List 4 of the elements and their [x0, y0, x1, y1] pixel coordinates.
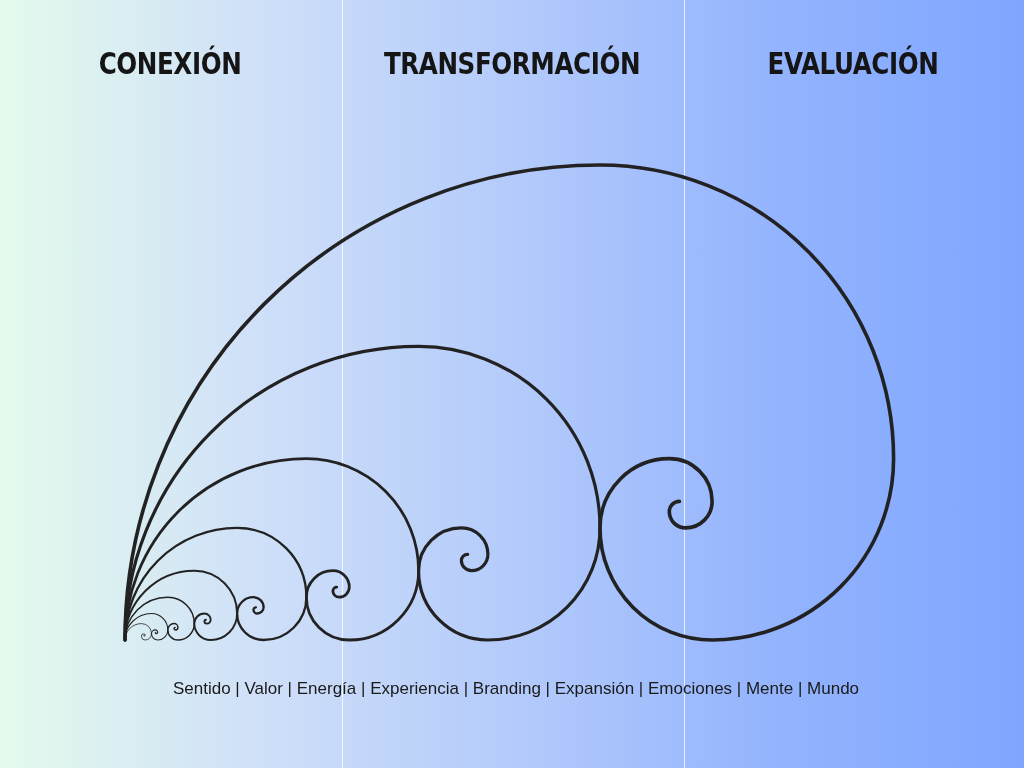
column-heading: CONEXIÓN [97, 46, 243, 81]
column-heading: TRANSFORMACIÓN [382, 46, 642, 81]
keyword-list: Sentido | Valor | Energía | Experiencia | Branding | Expansión | Emociones | Mente | Mundo [60, 679, 972, 699]
column-heading: EVALUACIÓN [766, 46, 940, 81]
